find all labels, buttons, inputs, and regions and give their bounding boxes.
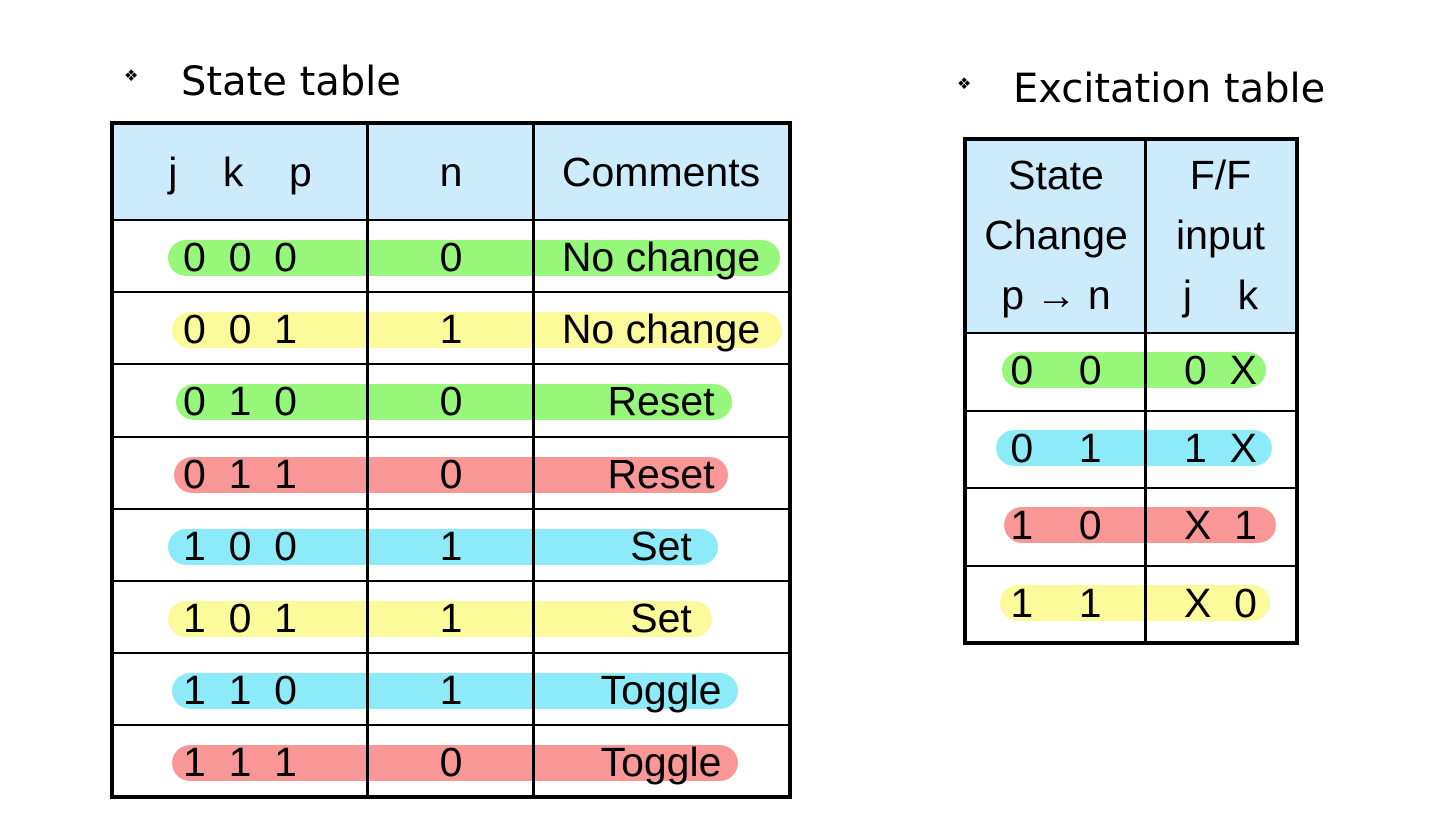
header-n: n <box>439 149 463 195</box>
row-highlight-band <box>1004 507 1276 543</box>
cell-ff-input: 0 X <box>1184 347 1257 393</box>
excitation-table-header-bg <box>966 140 1295 332</box>
diamond-bullet-icon: ❖ <box>957 76 972 93</box>
header-jkp: j k p <box>168 149 312 195</box>
cell-n: 0 <box>439 378 463 425</box>
cell-jkp: 1 1 1 <box>183 739 297 786</box>
header-comments: Comments <box>561 149 761 195</box>
row-divider <box>112 507 788 510</box>
cell-state-change: 1 0 <box>1010 502 1102 548</box>
header-ff-input-line3: j k <box>1182 272 1259 318</box>
row-divider <box>966 332 1295 334</box>
cell-comment: Toggle <box>600 667 722 714</box>
cell-jkp: 1 0 0 <box>183 522 297 569</box>
header-ff-input-line1: F/F <box>1189 152 1252 198</box>
diamond-bullet-icon: ❖ <box>124 68 139 85</box>
cell-jkp: 0 0 1 <box>183 306 297 353</box>
column-divider <box>366 124 369 796</box>
cell-jkp: 0 1 0 <box>183 378 297 425</box>
row-divider <box>966 487 1295 489</box>
cell-ff-input: X 1 <box>1184 502 1257 548</box>
row-highlight-band <box>172 312 782 349</box>
header-ff-input-line2: input <box>1176 212 1265 258</box>
cell-jkp: 0 0 0 <box>183 234 297 280</box>
cell-ff-input: X 0 <box>1184 579 1257 626</box>
cell-n: 1 <box>439 595 463 641</box>
row-divider <box>112 363 788 366</box>
header-state-change-line2: Change <box>984 212 1128 258</box>
row-divider <box>966 564 1295 567</box>
row-highlight-band <box>168 528 718 565</box>
row-highlight-band <box>1000 584 1270 621</box>
cell-comment: Reset <box>607 450 715 497</box>
excitation-table-border <box>963 137 1299 645</box>
column-divider <box>532 124 535 796</box>
cell-jkp: 0 1 1 <box>183 450 297 497</box>
row-highlight-band <box>1002 352 1266 388</box>
cell-comment: No change <box>561 306 761 353</box>
cell-state-change: 1 1 <box>1010 579 1102 626</box>
row-highlight-band <box>996 429 1272 466</box>
row-divider <box>112 652 788 655</box>
row-divider <box>112 219 788 221</box>
row-divider <box>112 724 788 727</box>
row-divider <box>966 409 1295 412</box>
row-highlight-band <box>172 673 738 710</box>
cell-comment: Reset <box>607 378 715 425</box>
cell-comment: Toggle <box>600 739 722 786</box>
cell-ff-input: 1 X <box>1184 424 1257 471</box>
row-highlight-band <box>176 384 732 421</box>
row-highlight-band <box>174 456 728 493</box>
cell-n: 0 <box>439 450 463 497</box>
row-divider <box>112 580 788 582</box>
cell-n: 0 <box>439 739 463 786</box>
excitation-table-title: Excitation table <box>1013 66 1326 112</box>
cell-state-change: 0 0 <box>1010 347 1102 393</box>
row-divider <box>112 291 788 294</box>
cell-comment: No change <box>561 234 761 280</box>
header-state-change-line3: p → n <box>1001 272 1111 318</box>
column-divider <box>1144 140 1147 642</box>
cell-n: 1 <box>439 306 463 353</box>
header-state-change-line1: State <box>1008 152 1104 198</box>
cell-jkp: 1 0 1 <box>183 595 297 641</box>
cell-jkp: 1 1 0 <box>183 667 297 714</box>
state-table-title: State table <box>181 59 401 105</box>
row-highlight-band <box>168 240 780 276</box>
cell-comment: Set <box>630 595 692 641</box>
cell-n: 1 <box>439 667 463 714</box>
row-divider <box>112 435 788 438</box>
state-table-header-bg <box>112 124 788 219</box>
row-highlight-band <box>172 745 738 782</box>
cell-state-change: 0 1 <box>1010 424 1102 471</box>
cell-n: 1 <box>439 522 463 569</box>
cell-comment: Set <box>630 522 692 569</box>
state-table-border <box>110 121 792 799</box>
cell-n: 0 <box>439 234 463 280</box>
row-highlight-band <box>168 601 712 637</box>
